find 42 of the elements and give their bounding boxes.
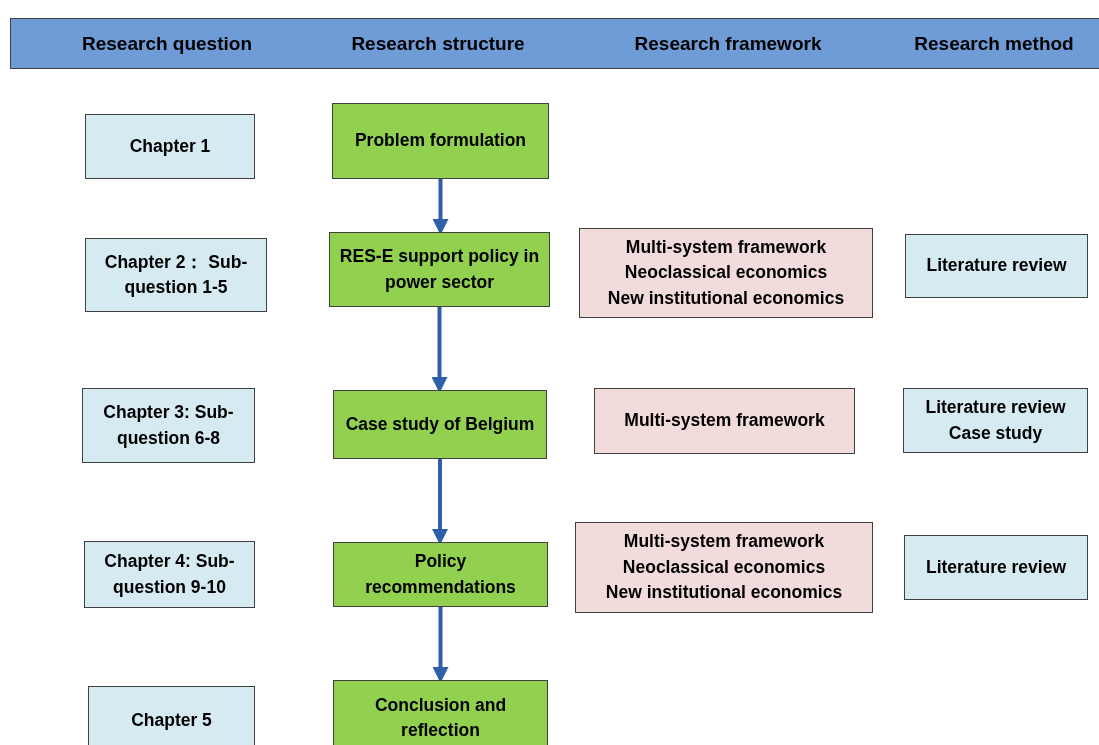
- box-text: Chapter 4: Sub-question 9-10: [103, 550, 236, 599]
- chapter-box: [88, 686, 255, 745]
- box-text: Case study of Belgium: [345, 412, 535, 436]
- framework-box: [579, 228, 873, 318]
- process-box: [333, 542, 548, 607]
- process-box: [333, 680, 548, 745]
- box-text: Chapter 1: [129, 134, 211, 158]
- process-box: [333, 390, 547, 459]
- box-text: New institutional economics: [605, 581, 843, 605]
- framework-box: [575, 522, 873, 613]
- chapter-box: [85, 238, 267, 312]
- box-text: Literature review: [925, 555, 1067, 579]
- box-text: Multi-system framework: [623, 530, 825, 554]
- box-text: Chapter 2： Sub-question 1-5: [103, 250, 249, 299]
- box-text: Policy recommendations: [364, 550, 517, 599]
- box-text: Problem formulation: [354, 129, 527, 153]
- box-text: Neoclassical economics: [622, 555, 826, 579]
- box-text: Chapter 5: [131, 709, 212, 733]
- header-band: [10, 18, 1099, 69]
- box-text: Neoclassical economics: [624, 261, 828, 285]
- box-text: Multi-system framework: [624, 409, 825, 433]
- column-heading: Research structure: [351, 31, 525, 56]
- method-box: [904, 535, 1088, 600]
- chapter-box: [82, 388, 255, 463]
- box-text: Multi-system framework: [625, 235, 827, 259]
- box-text: Chapter 3: Sub-question 6-8: [102, 401, 235, 450]
- column-heading: Research framework: [634, 31, 822, 56]
- process-box: [329, 232, 550, 307]
- chapter-box: [84, 541, 255, 608]
- box-text: Conclusion and reflection: [373, 693, 508, 742]
- column-heading: Research method: [914, 31, 1074, 56]
- framework-box: [594, 388, 855, 454]
- box-text: Case study: [948, 421, 1043, 445]
- method-box: [905, 234, 1088, 298]
- box-text: Literature review: [925, 396, 1066, 420]
- process-box: [332, 103, 549, 179]
- chapter-box: [85, 114, 255, 179]
- method-box: [903, 388, 1088, 453]
- box-text: Literature review: [926, 254, 1067, 278]
- column-heading: Research question: [82, 31, 252, 56]
- box-text: New institutional economics: [607, 286, 845, 310]
- box-text: RES-E support policy in power sector: [338, 245, 541, 294]
